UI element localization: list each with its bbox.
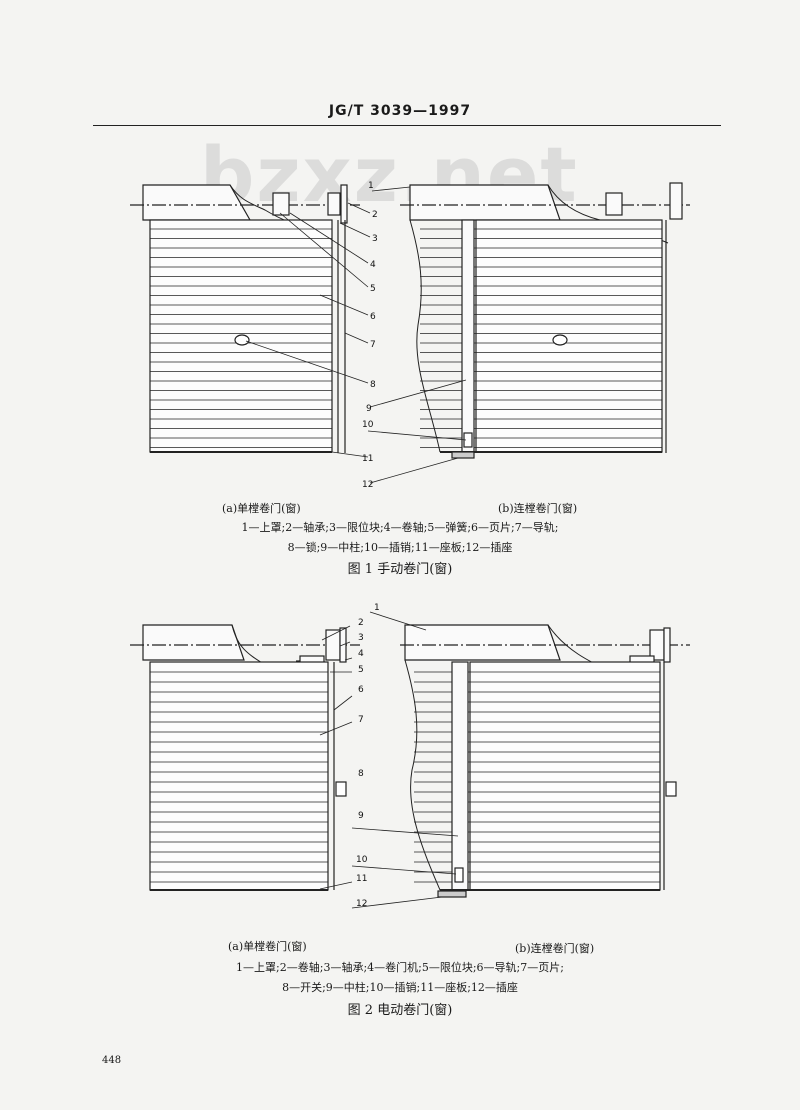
fig2-callout: 5 <box>358 665 364 675</box>
fig2-switch <box>335 781 347 797</box>
header-rule <box>93 125 721 126</box>
fig2-callout: 6 <box>358 685 364 695</box>
fig2-latch-pin <box>454 867 464 883</box>
fig1-callout: 7 <box>370 340 376 350</box>
figure2-drawing: 1 2 3 4 5 6 7 8 9 10 11 12 <box>130 603 690 909</box>
fig2-right-slats-frame <box>469 661 661 891</box>
fig2-right-switch <box>665 781 677 797</box>
fig1-callout: 11 <box>362 454 373 464</box>
fig1-left-lock <box>234 334 250 346</box>
fig1-callout-labels: 1 2 3 4 5 6 7 8 9 10 11 12 <box>362 181 378 490</box>
fig1-socket <box>451 451 475 459</box>
fig1-callout: 4 <box>370 260 376 270</box>
fig2-callout: 9 <box>358 811 364 821</box>
fig2-left-slats <box>150 671 328 883</box>
fig1-left-slats <box>150 228 332 448</box>
fig1-right-broken-edge <box>409 219 441 453</box>
figure1-drawing: 1 2 3 4 5 6 7 8 9 10 11 12 <box>130 181 690 490</box>
fig1-legend-line2: 8—锁;9—中柱;10—插销;11—座板;12—插座 <box>287 541 513 554</box>
fig1-right-slats <box>420 228 662 448</box>
page-number: 448 <box>102 1055 122 1066</box>
fig2-right-top-cover <box>404 624 561 661</box>
fig2-legend-line2: 8—开关;9—中柱;10—插销;11—座板;12—插座 <box>282 981 518 994</box>
fig1-left-end-plate <box>340 184 348 224</box>
fig2-callout: 7 <box>358 715 364 725</box>
fig2-callout: 2 <box>358 618 364 628</box>
fig1-right-bearing <box>605 192 623 216</box>
fig1-left-bearing <box>272 192 290 216</box>
fig1-title: 图 1 手动卷门(窗) <box>347 562 453 577</box>
fig2-right-broken-edge <box>404 659 441 891</box>
fig1-callout: 3 <box>372 234 378 244</box>
fig1-right-lock <box>552 334 568 346</box>
fig2-title: 图 2 电动卷门(窗) <box>347 1003 453 1018</box>
fig2-left-slats-frame <box>149 661 329 891</box>
fig1-right-slats-frame <box>475 219 663 453</box>
fig1-center-post <box>461 219 475 453</box>
fig1-callout: 9 <box>366 404 372 414</box>
fig2-callout: 10 <box>356 855 368 865</box>
fig1-left-limit-block <box>327 192 341 216</box>
fig1-caption-b: (b)连樘卷门(窗) <box>498 502 578 515</box>
fig2-socket <box>437 890 467 898</box>
fig2-caption-b: (b)连樘卷门(窗) <box>515 942 595 955</box>
fig1-callout: 10 <box>362 420 374 430</box>
fig2-callout: 1 <box>374 603 380 613</box>
fig2-callout-labels: 1 2 3 4 5 6 7 8 9 10 11 12 <box>356 603 380 909</box>
fig1-callout: 2 <box>372 210 378 220</box>
fig1-right-top-cover <box>409 184 561 221</box>
fig1-callout: 8 <box>370 380 376 390</box>
fig1-callout: 6 <box>370 312 376 322</box>
fig2-legend-line1: 1—上罩;2—卷轴;3—轴承;4—卷门机;5—限位块;6—导轨;7—页片; <box>236 961 564 974</box>
standard-header: JG/T 3039—1997 <box>328 103 472 119</box>
fig2-left-top-cover <box>142 624 245 661</box>
fig2-callout: 12 <box>356 899 367 909</box>
fig2-center-post <box>451 661 469 891</box>
fig1-legend-line1: 1—上罩;2—轴承;3—限位块;4—卷轴;5—弹簧;6—页片;7—导轨; <box>241 521 559 534</box>
fig1-caption-a: (a)单樘卷门(窗) <box>222 502 301 515</box>
fig2-callout: 4 <box>358 649 364 659</box>
fig2-right-end-plate <box>663 627 671 663</box>
fig2-callout: 8 <box>358 769 364 779</box>
fig1-callout: 5 <box>370 284 376 294</box>
fig2-callout: 3 <box>358 633 364 643</box>
fig1-callout: 1 <box>368 181 374 191</box>
fig1-right-end-plate <box>669 182 683 220</box>
fig2-caption-a: (a)单樘卷门(窗) <box>228 940 307 953</box>
fig1-callout: 12 <box>362 480 373 490</box>
fig2-callout: 11 <box>356 874 367 884</box>
